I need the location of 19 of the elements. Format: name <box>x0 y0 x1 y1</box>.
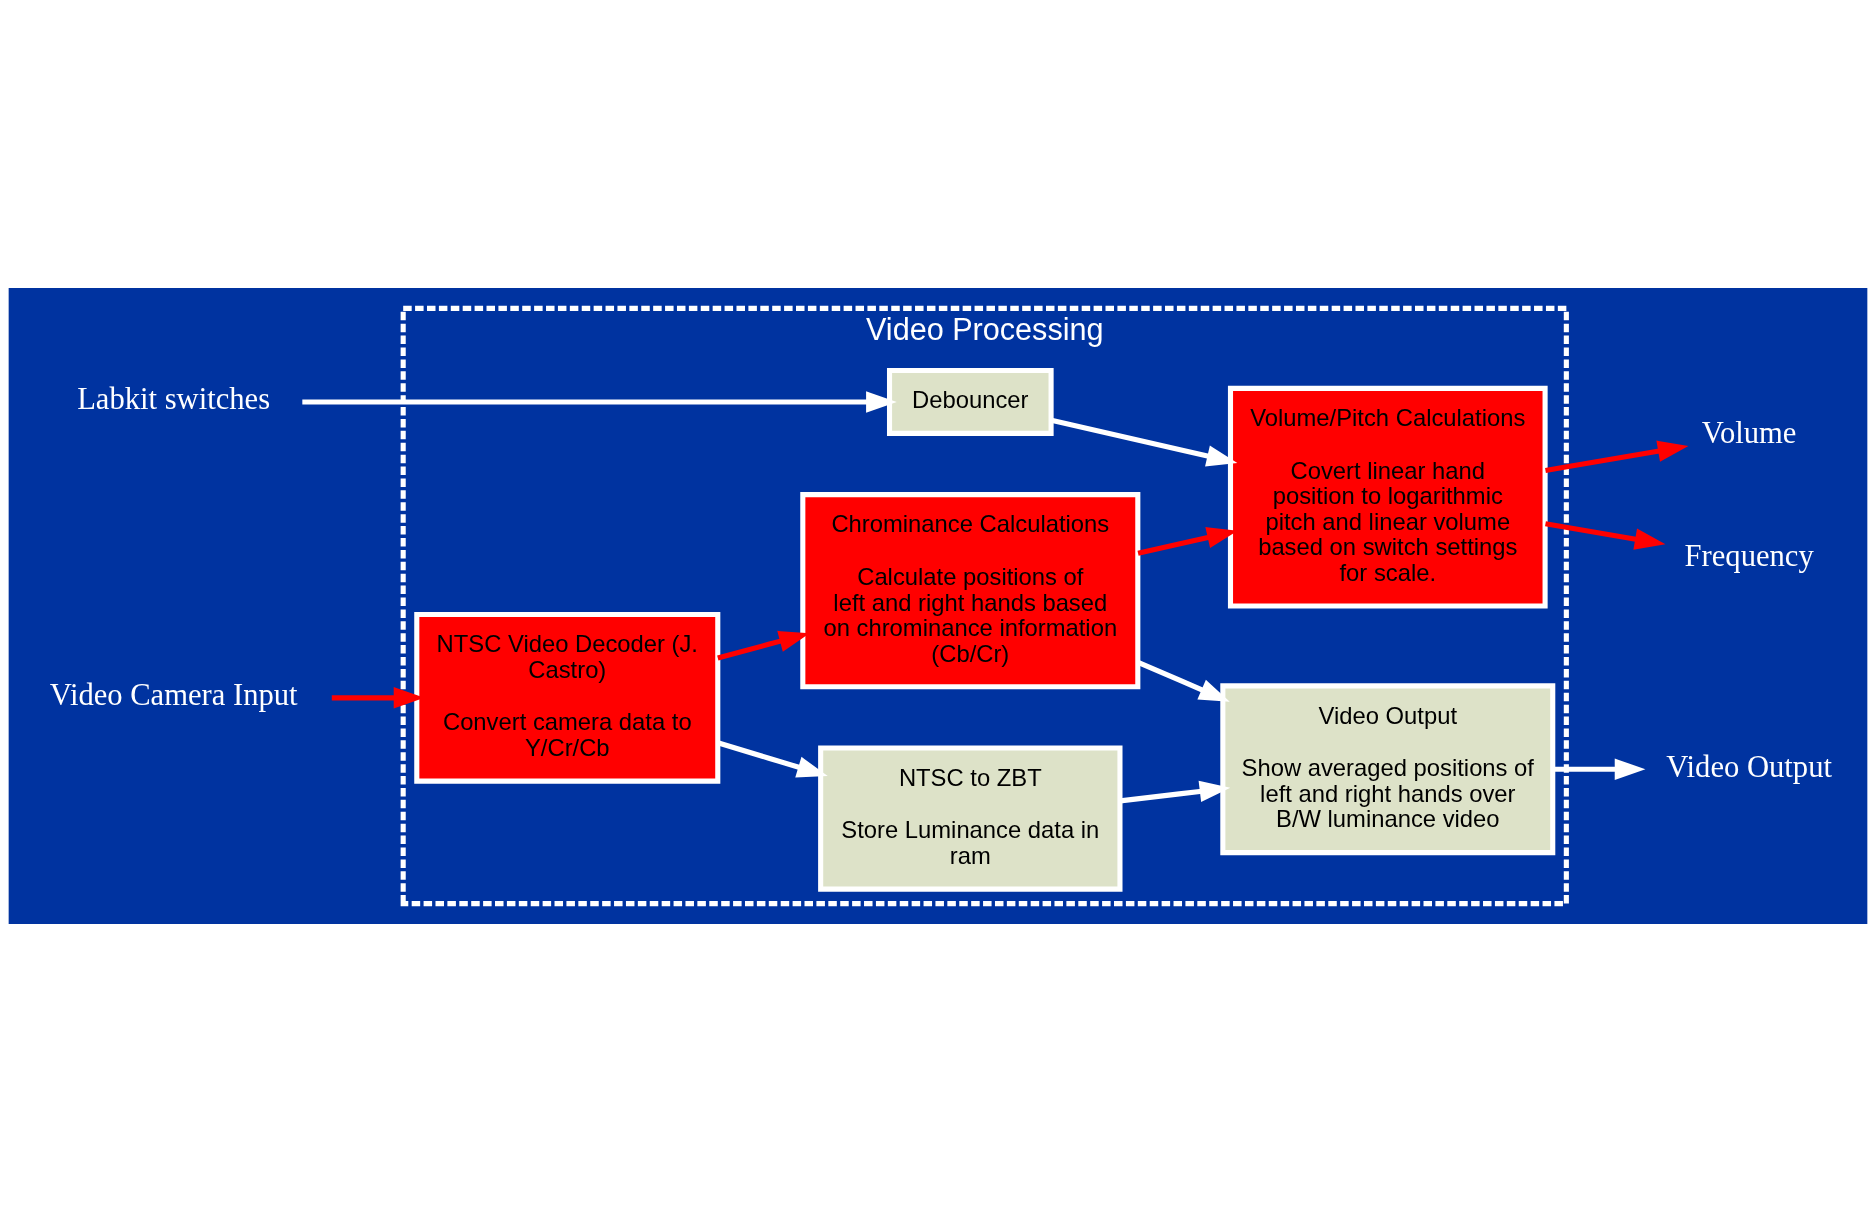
arrow <box>1120 780 1231 803</box>
node-text: Labkit switches <box>77 381 271 416</box>
node-text: Frequency <box>1684 538 1814 573</box>
node-text: Video Output <box>1666 749 1832 784</box>
node-box: Volume/Pitch Calculations Covert linear hand position to logarithmic pitch and linear volume based on switch settings for scale. <box>1227 385 1548 609</box>
arrow <box>1137 659 1230 702</box>
arrow <box>1545 520 1666 550</box>
node-box: Video Output Show averaged positions of left and right hands over B/W luminance video <box>1220 682 1556 855</box>
arrow <box>717 739 828 777</box>
node-box: Debouncer <box>887 367 1054 436</box>
arrow <box>1552 758 1646 780</box>
node-text: Video Camera Input <box>49 677 298 712</box>
node-text: Volume <box>1701 415 1797 450</box>
node-box: NTSC to ZBT Store Luminance data in ram <box>818 744 1123 892</box>
arrow <box>1050 417 1238 467</box>
node-box: NTSC Video Decoder (J. Castro) Convert camera data to Y/Cr/Cb <box>414 611 721 784</box>
node-box: Chrominance Calculations Calculate positions of left and right hands based on chrominance information (Cb/Cr) <box>800 491 1141 689</box>
arrow <box>1545 440 1689 473</box>
arrow <box>302 390 897 413</box>
